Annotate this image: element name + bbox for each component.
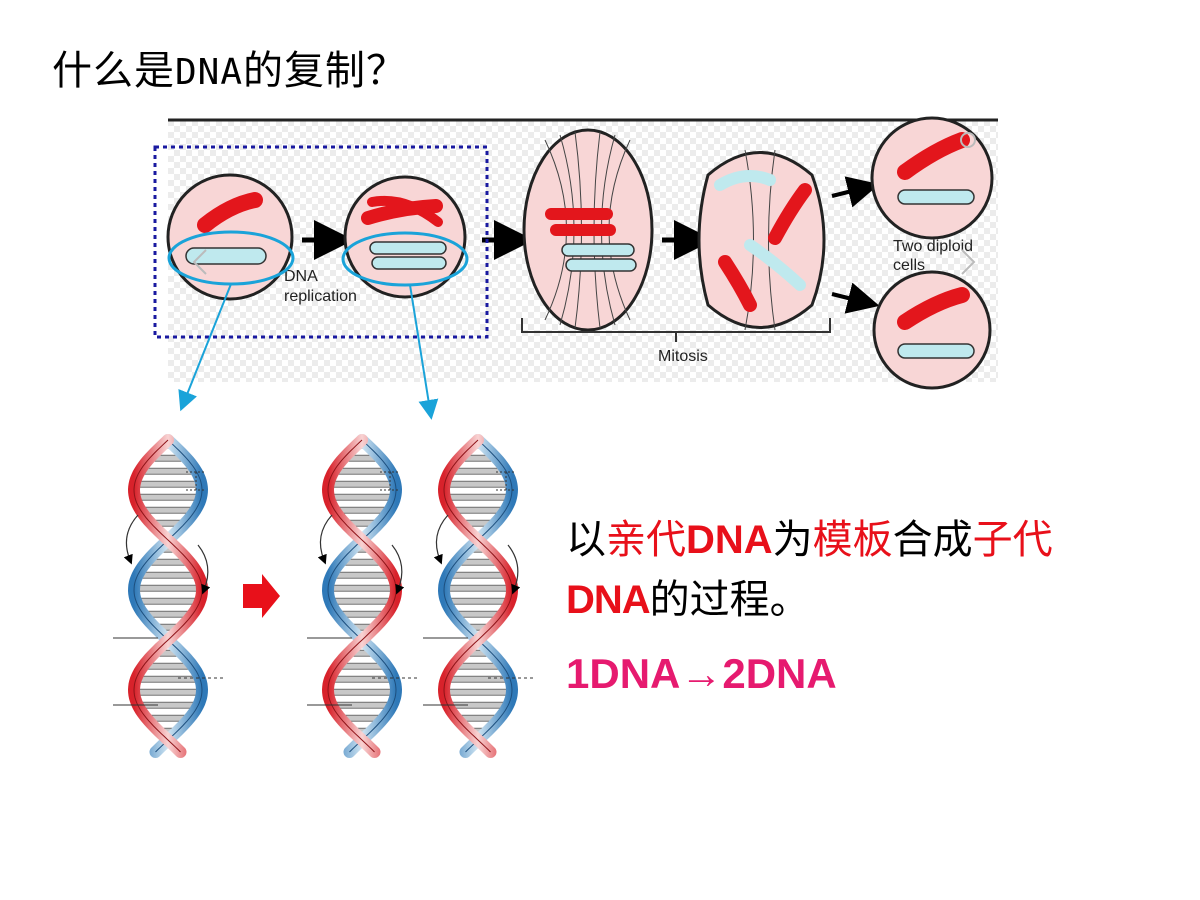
base-pair-rung	[329, 597, 395, 605]
label-mitosis: Mitosis	[658, 348, 708, 365]
title-dna: DNA	[175, 52, 244, 93]
label-cells: cells	[893, 257, 925, 274]
dna-helix-parent	[113, 434, 223, 758]
base-pair-rung	[327, 688, 397, 696]
daughter-cell-1	[870, 116, 994, 240]
def-t3: DNA	[686, 518, 773, 562]
rotation-arrow-icon	[123, 514, 139, 565]
base-pair-rung	[443, 584, 513, 592]
def-t9: 的过程。	[649, 577, 810, 623]
base-pair-rung	[133, 688, 203, 696]
def-t8: DNA	[566, 578, 651, 622]
base-pair-rung	[444, 480, 512, 488]
base-pair-rung	[328, 480, 396, 488]
rotation-arrow-icon	[507, 544, 521, 595]
strand-blue-outline	[327, 439, 397, 753]
callout-arrow-2	[409, 284, 439, 420]
base-pair-rung	[133, 584, 203, 592]
base-pair-rung	[331, 571, 393, 579]
dna-helix-daughter-1	[307, 434, 417, 758]
def-t1: 以	[566, 517, 606, 563]
rotation-arrow-icon	[197, 544, 211, 595]
rotation-arrow-icon	[317, 514, 333, 565]
base-pair-rung	[329, 675, 395, 683]
daughter-cell-2	[872, 270, 992, 390]
highlight-ellipse-2	[341, 231, 469, 287]
callout-arrow-1	[178, 283, 232, 412]
base-pair-rung	[328, 493, 396, 501]
base-pair-rung	[447, 571, 509, 579]
strand-blue-outline	[133, 439, 203, 753]
base-pair-rung	[445, 675, 511, 683]
equation-text: 1DNA→2DNA	[566, 650, 837, 697]
cell-2	[343, 175, 467, 299]
base-pair-rung	[134, 493, 202, 501]
title-part1: 什么是	[52, 48, 175, 94]
strand-red-outline	[443, 439, 513, 753]
def-t6: 合成	[892, 517, 973, 563]
base-pair-rung	[135, 597, 201, 605]
base-pair-rung	[327, 584, 397, 592]
gear-icon	[960, 132, 976, 148]
base-pair-rung	[443, 688, 513, 696]
mitosis-figure: DNA replication Mitosis Two diploid cell…	[166, 116, 998, 390]
strand-red-outline	[327, 439, 397, 753]
def-t5: 模板	[812, 517, 893, 563]
label-dna: DNA	[284, 268, 318, 285]
base-pair-rung	[137, 571, 199, 579]
label-two-diploid: Two diploid	[893, 238, 973, 255]
def-t7: 子代	[972, 517, 1053, 563]
rotation-arrow-icon	[391, 544, 405, 595]
cell-4-anaphase	[697, 149, 826, 331]
selection-box	[153, 145, 489, 339]
base-pair-rung	[134, 480, 202, 488]
rotation-arrow-icon	[433, 514, 449, 565]
cell-3-metaphase	[522, 128, 654, 332]
slide-title: 什么是DNA的复制？	[52, 38, 407, 96]
chevron-right-icon	[961, 249, 976, 275]
strand-blue-outline	[443, 439, 513, 753]
label-replication: replication	[284, 288, 357, 305]
red-arrow-icon	[243, 574, 280, 618]
base-pair-rung	[445, 597, 511, 605]
strand-red-outline	[133, 439, 203, 753]
dna-helix-daughter-2	[423, 434, 533, 758]
cell-1	[166, 173, 294, 301]
chevron-left-icon	[192, 249, 207, 275]
base-pair-rung	[135, 675, 201, 683]
base-pair-rung	[444, 493, 512, 501]
def-t2: 亲代	[606, 517, 686, 563]
title-part2: 的复制？	[243, 48, 408, 94]
def-t4: 为	[772, 517, 813, 563]
